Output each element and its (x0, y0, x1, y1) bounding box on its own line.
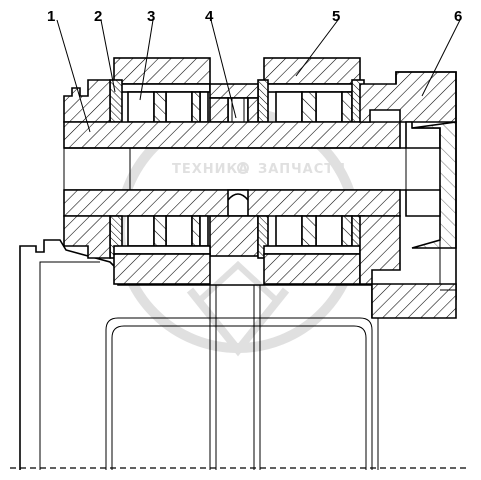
callouts: 1 2 3 4 5 6 (47, 8, 462, 133)
callout-6: 6 (454, 8, 462, 25)
callout-3: 3 (147, 8, 155, 25)
spacer-lower (209, 189, 259, 257)
watermark-text-right: ЗАПЧАСТИ (258, 162, 346, 177)
right-flange-lower (359, 189, 457, 319)
lower-housing (10, 239, 470, 470)
callout-4: 4 (205, 8, 214, 25)
watermark-text-left: ТЕХНИКА (172, 162, 249, 177)
callout-1: 1 (47, 8, 55, 25)
seal-left-upper (109, 79, 123, 123)
lower-bearing-left (109, 215, 211, 285)
right-flange-upper (359, 71, 457, 300)
callout-5: 5 (332, 8, 340, 25)
left-cap-upper (63, 79, 111, 123)
shaft-upper-wall (63, 121, 401, 149)
left-cap-lower (63, 215, 111, 259)
upper-bearing-left (109, 57, 211, 123)
callout-2: 2 (94, 8, 102, 25)
lower-bearing-right (257, 215, 365, 285)
watermark-gear-icon (237, 162, 249, 174)
